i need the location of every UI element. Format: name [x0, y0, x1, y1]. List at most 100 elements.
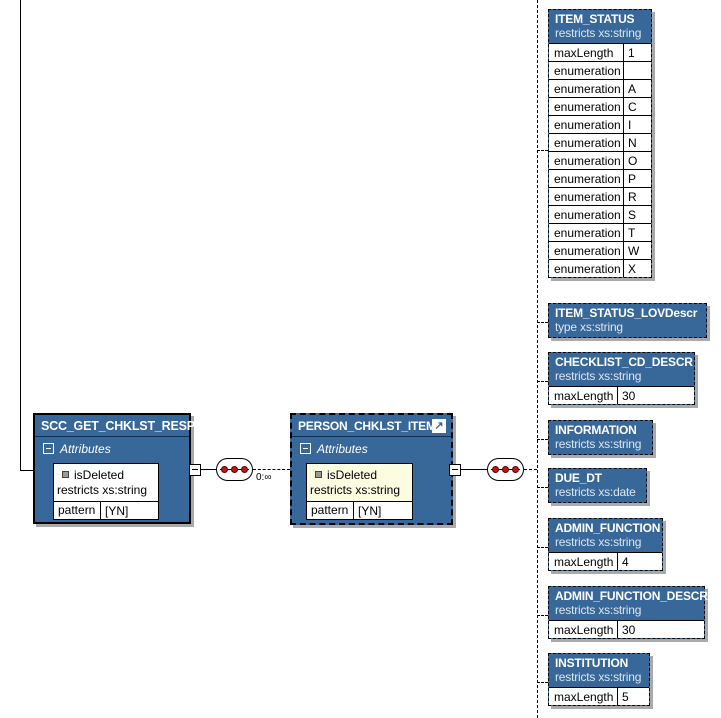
element-name: ITEM_STATUS	[555, 12, 635, 26]
element-header[interactable]: ADMIN_FUNCTION restricts xs:string	[549, 519, 662, 552]
facet-value: 4	[617, 553, 662, 570]
attribute-icon	[315, 471, 322, 478]
collapse-handle[interactable]	[449, 464, 461, 476]
attribute-name: isDeleted	[74, 467, 125, 482]
element-derivation: restricts xs:string	[555, 26, 642, 40]
attribute-derivation: restricts xs:string	[310, 483, 401, 497]
connector-line-optional	[537, 381, 548, 382]
facet-name: maxLength	[554, 388, 614, 403]
attribute-detail-box[interactable]: isDeleted restricts xs:string pattern [Y…	[306, 463, 413, 520]
element-header[interactable]: DUE_DT restricts xs:date	[549, 469, 646, 502]
facet-row[interactable]: enumeration	[549, 61, 651, 79]
facet-name: enumeration	[554, 99, 621, 114]
facet-name: enumeration	[554, 63, 621, 78]
element-header[interactable]: INFORMATION restricts xs:string	[549, 421, 652, 454]
facet-name: enumeration	[554, 135, 621, 150]
facet-row[interactable]: pattern [YN]	[54, 501, 158, 519]
reference-arrow-icon[interactable]: ↗	[432, 419, 446, 433]
multiplicity-label: 0:∞	[256, 472, 272, 483]
sequence-compositor-icon[interactable]	[487, 458, 524, 481]
element-box-due-dt[interactable]: DUE_DT restricts xs:date	[548, 468, 647, 503]
element-box-person-chklst-item[interactable]: PERSON_CHKLST_ITEM ↗ Attributes isDelete…	[290, 413, 453, 525]
collapse-handle[interactable]	[189, 464, 201, 476]
collapse-minus-icon[interactable]	[300, 443, 311, 454]
element-box-institution[interactable]: INSTITUTION restricts xs:string maxLengt…	[548, 653, 650, 706]
element-name: ADMIN_FUNCTION	[555, 521, 661, 535]
facet-name: enumeration	[554, 171, 621, 186]
element-derivation: restricts xs:date	[555, 485, 636, 499]
attribute-detail-box[interactable]: isDeleted restricts xs:string pattern [Y…	[53, 463, 159, 520]
attributes-label: Attributes	[60, 441, 111, 456]
element-box-information[interactable]: INFORMATION restricts xs:string	[548, 420, 653, 455]
connector-line-optional	[537, 150, 548, 151]
element-name: SCC_GET_CHKLST_RESP	[35, 415, 195, 437]
element-header[interactable]: INSTITUTION restricts xs:string	[549, 654, 649, 687]
facet-value	[623, 62, 651, 79]
connector-line-optional	[524, 469, 537, 470]
parent-connector-line	[20, 0, 21, 470]
facet-value: [YN]	[358, 503, 382, 518]
element-derivation: restricts xs:string	[555, 535, 642, 549]
facet-value: 5	[617, 688, 649, 705]
element-header[interactable]: CHECKLIST_CD_DESCR restricts xs:string	[549, 353, 694, 386]
connector-line	[201, 469, 216, 470]
element-box-scc-get-chklst-resp[interactable]: SCC_GET_CHKLST_RESP Attributes isDeleted…	[33, 413, 195, 524]
element-name: PERSON_CHKLST_ITEM	[292, 415, 451, 437]
element-box-checklist-cd-descr[interactable]: CHECKLIST_CD_DESCR restricts xs:string m…	[548, 352, 695, 405]
facet-value: P	[623, 170, 651, 187]
element-header[interactable]: ADMIN_FUNCTION_DESCR restricts xs:string	[549, 587, 708, 620]
facet-name: enumeration	[554, 189, 621, 204]
facet-name: maxLength	[554, 554, 614, 569]
child-bundle-line	[537, 0, 538, 718]
element-box-admin-function-descr[interactable]: ADMIN_FUNCTION_DESCR restricts xs:string…	[548, 586, 708, 639]
element-header[interactable]: ITEM_STATUS_LOVDescr type xs:string	[549, 304, 706, 337]
facet-row[interactable]: pattern [YN]	[307, 501, 412, 519]
element-box-item-status-lovdescr[interactable]: ITEM_STATUS_LOVDescr type xs:string	[548, 303, 707, 338]
facet-value: N	[623, 134, 651, 151]
facet-name: enumeration	[554, 225, 621, 240]
element-name: INFORMATION	[555, 423, 637, 437]
collapse-minus-icon[interactable]	[43, 443, 54, 454]
element-derivation: restricts xs:string	[555, 437, 642, 451]
element-name: ADMIN_FUNCTION_DESCR	[555, 589, 708, 603]
facet-value: 30	[617, 621, 704, 638]
connector-line-optional	[537, 615, 548, 616]
attribute-summary: isDeleted restricts xs:string	[307, 464, 412, 501]
parent-connector-line	[20, 470, 33, 471]
connector-line-optional	[537, 487, 548, 488]
facet-name: enumeration	[554, 243, 621, 258]
attributes-label: Attributes	[317, 441, 368, 456]
facet-name: maxLength	[554, 622, 614, 637]
sequence-compositor-icon[interactable]	[216, 458, 253, 481]
element-derivation: restricts xs:string	[555, 369, 642, 383]
facet-name: maxLength	[554, 689, 614, 704]
element-name: CHECKLIST_CD_DESCR	[555, 355, 693, 369]
facet-value: O	[623, 152, 651, 169]
element-header[interactable]: ITEM_STATUS restricts xs:string	[549, 10, 651, 43]
attribute-name: isDeleted	[327, 467, 378, 482]
facet-value: I	[623, 116, 651, 133]
element-box-item-status[interactable]: ITEM_STATUS restricts xs:string maxLengt…	[548, 9, 652, 278]
facet-name: enumeration	[554, 207, 621, 222]
element-box-admin-function[interactable]: ADMIN_FUNCTION restricts xs:string maxLe…	[548, 518, 663, 571]
